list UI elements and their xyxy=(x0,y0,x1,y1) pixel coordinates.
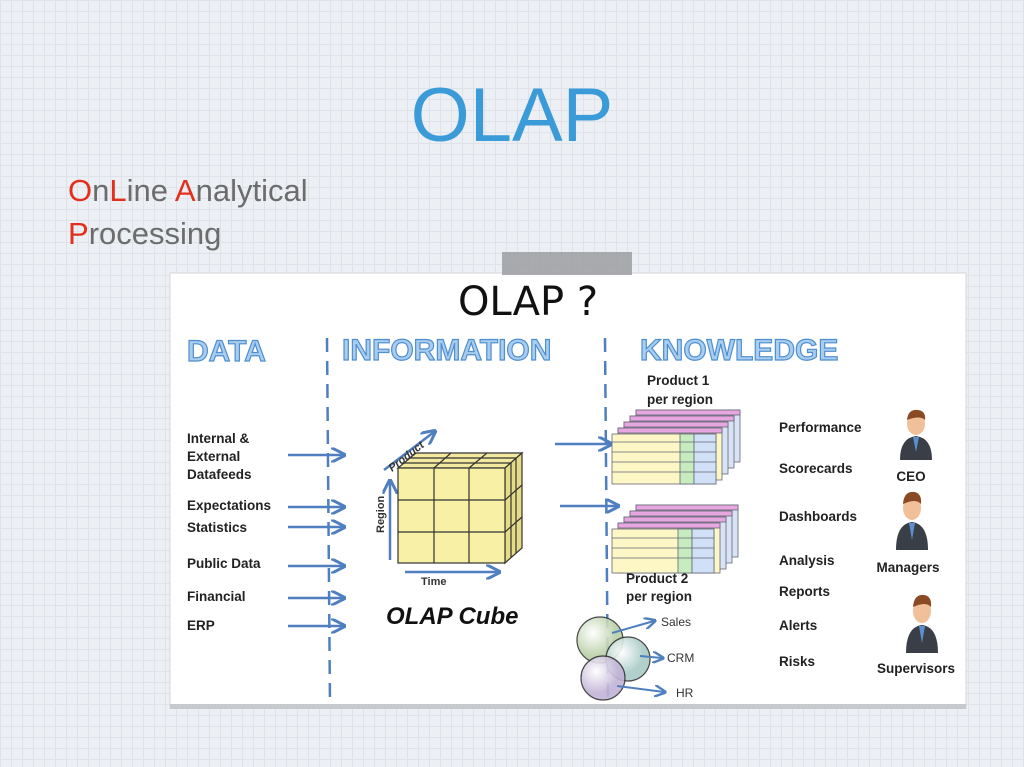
divider xyxy=(325,337,332,707)
person-icon xyxy=(896,491,928,550)
person-icon xyxy=(900,409,932,460)
axis-time-label: Time xyxy=(421,576,446,588)
source-label: External xyxy=(187,449,240,464)
header-information: INFORMATION xyxy=(342,334,551,367)
subtitle-text: ine xyxy=(126,173,175,208)
diagram-title: OLAP ? xyxy=(458,279,598,325)
diagram-panel xyxy=(169,272,967,709)
product1-label: per region xyxy=(647,392,713,407)
product2-label: per region xyxy=(626,589,692,604)
source-label: Statistics xyxy=(187,520,247,535)
olap-cube xyxy=(396,451,524,565)
knowledge-item: Performance xyxy=(779,420,862,435)
subtitle-letter: P xyxy=(68,216,89,251)
systems-bubbles xyxy=(576,616,651,701)
subtitle-text: n xyxy=(92,173,110,208)
report-stack-2 xyxy=(611,504,739,574)
cube-axes xyxy=(384,432,498,572)
source-label: Financial xyxy=(187,589,246,604)
subtitle-letter: A xyxy=(174,173,196,208)
knowledge-item: Dashboards xyxy=(779,509,857,524)
role-label: Managers xyxy=(876,560,939,575)
source-label: Expectations xyxy=(187,498,271,513)
system-labels: Sales CRM HR xyxy=(661,615,694,700)
axis-region-label: Region xyxy=(375,495,387,533)
product2-label: Product 2 xyxy=(626,571,688,586)
subtitle-text: rocessing xyxy=(88,216,222,251)
data-sources: Internal & External Datafeeds Expectatio… xyxy=(187,431,271,633)
subtitle-text: nalytical xyxy=(195,173,308,208)
source-label: ERP xyxy=(187,618,215,633)
system-label: Sales xyxy=(661,615,691,629)
source-label: Public Data xyxy=(187,556,261,571)
report-stack-1 xyxy=(611,409,741,485)
knowledge-item: Alerts xyxy=(779,618,817,633)
knowledge-item: Reports xyxy=(779,584,830,599)
slide-title: OLAP xyxy=(410,73,614,158)
subtitle-line-2: Processing xyxy=(68,215,221,253)
panel-shadow xyxy=(170,704,966,709)
subtitle-letter: O xyxy=(68,173,93,208)
tape xyxy=(502,252,632,275)
cube-label: OLAP Cube xyxy=(386,603,518,630)
product1-label: Product 1 xyxy=(647,373,710,388)
knowledge-items: Performance Scorecards Dashboards Analys… xyxy=(779,420,862,669)
header-data: DATA xyxy=(187,335,266,368)
knowledge-item: Analysis xyxy=(779,553,835,568)
source-label: Datafeeds xyxy=(187,467,252,482)
source-label: Internal & xyxy=(187,431,250,446)
system-label: CRM xyxy=(667,651,694,665)
role-label: Supervisors xyxy=(877,661,955,676)
input-arrows xyxy=(288,444,617,626)
system-label: HR xyxy=(676,686,694,700)
role-label: CEO xyxy=(896,469,925,484)
subtitle-letter: L xyxy=(109,173,127,208)
knowledge-item: Scorecards xyxy=(779,461,853,476)
header-knowledge: KNOWLEDGE xyxy=(640,334,838,367)
system-arrows xyxy=(611,621,664,692)
knowledge-item: Risks xyxy=(779,654,815,669)
subtitle-line-1: OnLine Analytical xyxy=(68,172,308,210)
person-icon xyxy=(906,594,938,653)
